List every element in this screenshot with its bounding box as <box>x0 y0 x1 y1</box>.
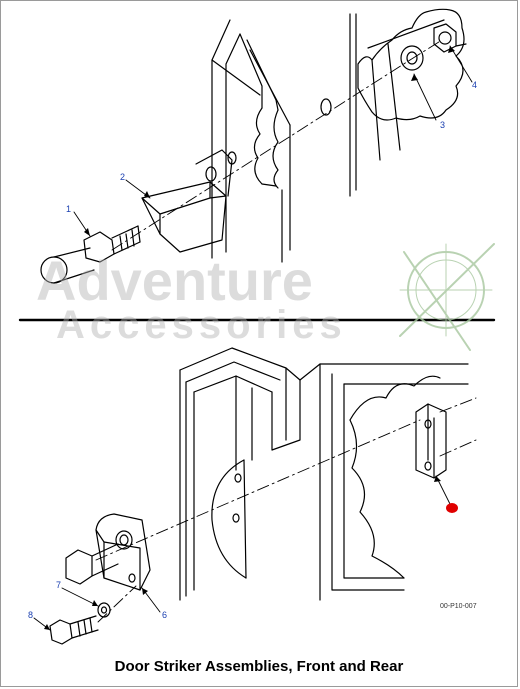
washer-part-3 <box>400 45 424 71</box>
leader-arrowheads <box>44 46 455 630</box>
drawing-code: 00-P10-007 <box>440 603 477 610</box>
rear-door-frame <box>179 347 301 601</box>
striker-bracket-part-2 <box>141 149 233 253</box>
assembly-centerline-bottom <box>95 397 477 623</box>
callout-8: 8 <box>28 610 33 620</box>
assembly-centerline-top <box>111 39 443 251</box>
striker-bracket-part-6 <box>95 513 151 591</box>
watermark-compass-icon <box>399 243 495 351</box>
callout-5: 5 <box>449 506 453 513</box>
callout-5-highlight <box>446 503 458 513</box>
washer-part-7 <box>97 602 111 618</box>
striker-pin-bolt <box>65 543 119 585</box>
callout-2: 2 <box>120 172 125 182</box>
exploded-view-drawing: Adventure Accessories 1 2 3 4 5 6 7 8 00… <box>18 8 496 645</box>
callout-6: 6 <box>162 610 167 620</box>
striker-plate-part-5 <box>415 403 447 479</box>
callout-4: 4 <box>472 80 477 90</box>
callout-3: 3 <box>440 120 445 130</box>
watermark-line2: Accessories <box>56 303 347 347</box>
door-inner-panel <box>349 8 465 197</box>
figure-caption: Door Striker Assemblies, Front and Rear <box>114 658 404 675</box>
front-door-pillar <box>211 19 332 263</box>
rear-body-panel <box>299 363 469 601</box>
bolt-part-1 <box>40 225 141 284</box>
callout-7: 7 <box>56 580 61 590</box>
watermark: Adventure Accessories <box>36 249 347 347</box>
watermark-line1: Adventure <box>36 249 313 312</box>
callout-1: 1 <box>66 204 71 214</box>
nut-part-4 <box>433 23 467 53</box>
bolt-part-8 <box>49 615 99 645</box>
